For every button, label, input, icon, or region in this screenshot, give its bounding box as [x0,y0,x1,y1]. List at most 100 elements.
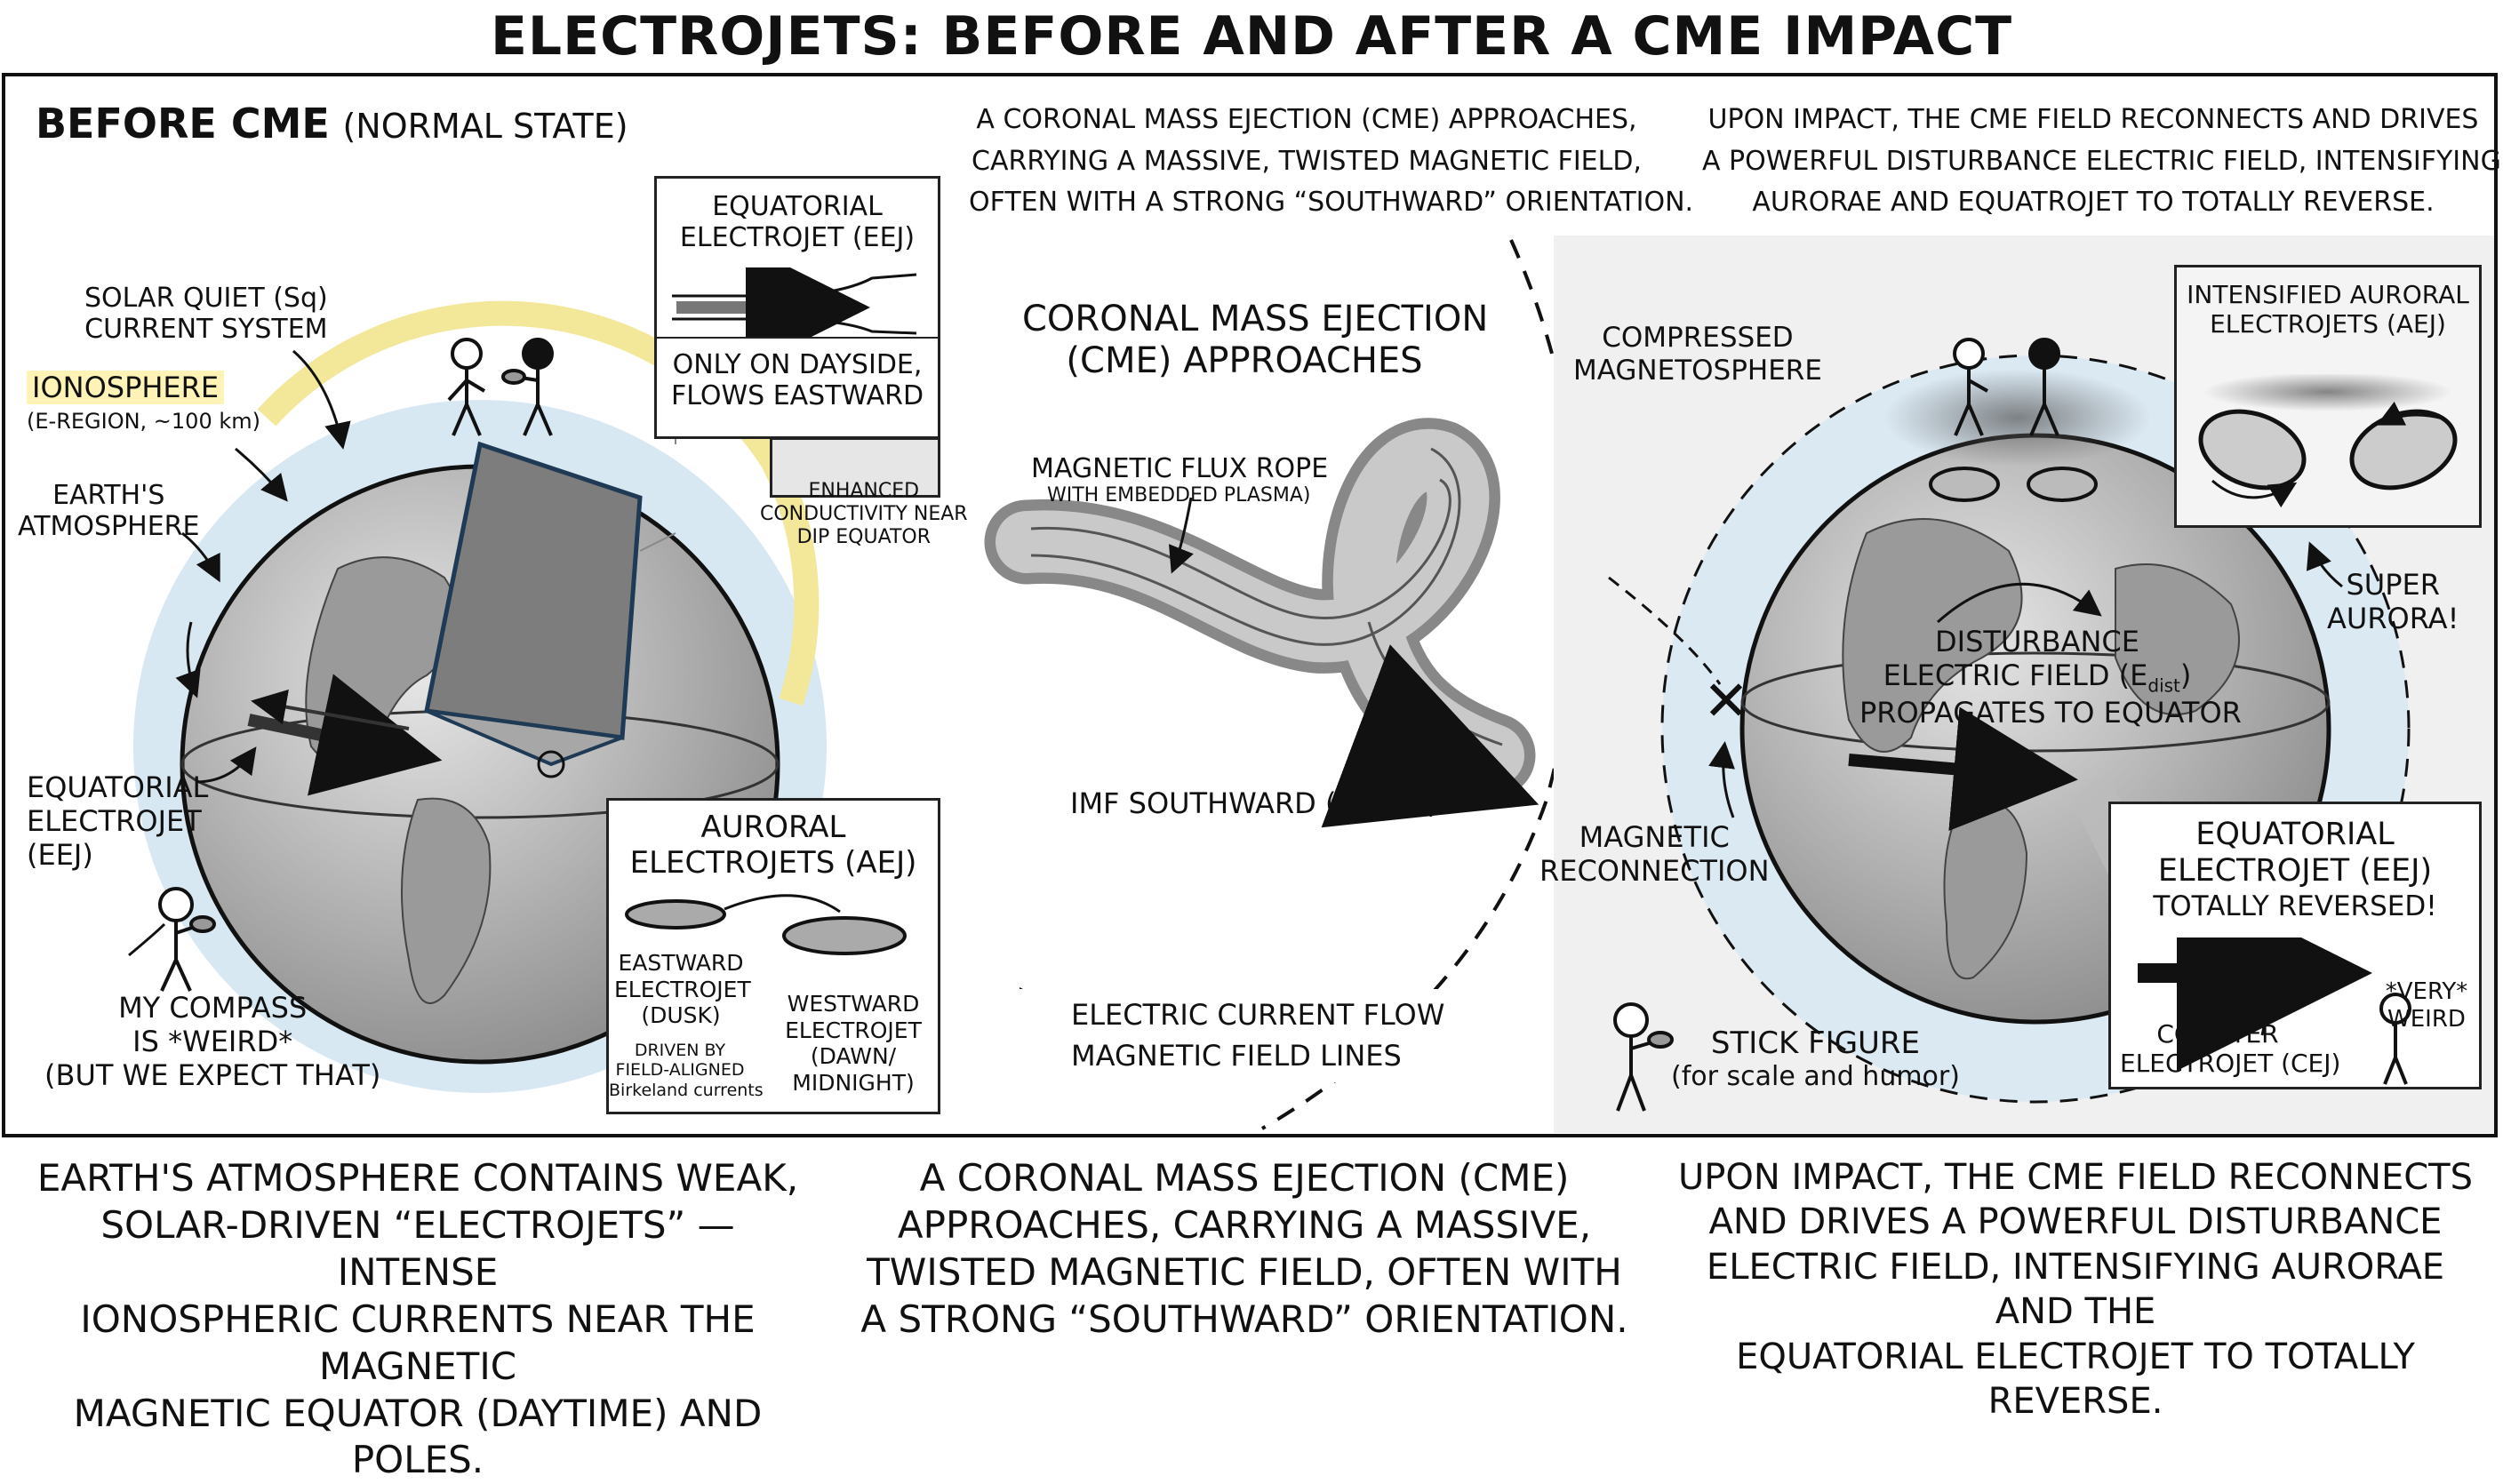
stick-figure-line: STICK FIGURE [1710,1025,1921,1061]
compressed-line: MAGNETOSPHERE [1573,354,1822,387]
enhanced-line: DIP EQUATOR [796,525,931,548]
aej-inset-title: AURORAL ELECTROJETS (AEJ) [609,810,938,881]
compass-line: MY COMPASS [118,991,308,1025]
reversed-eej-title: EQUATORIAL ELECTROJET (EEJ) TOTALLY REVE… [2111,817,2479,922]
imf-arrow [1321,644,1539,828]
reversed-arrow [2138,937,2411,1085]
caption-line: ELECTRIC FIELD, INTENSIFYING AURORAE AND… [1706,1246,2445,1333]
reconnection-line: MAGNETIC [1579,820,1730,854]
aej-inset-box: AURORAL ELECTROJETS (AEJ) EASTWARD ELECT… [606,798,940,1114]
reversed-title-line: ELECTROJET (EEJ) [2157,853,2433,890]
caption-line: APPROACHES, CARRYING A MASSIVE, [897,1202,1592,1247]
eej-label-line: ELECTROJET [27,803,202,838]
left-heading-sub: (NORMAL STATE) [342,107,628,146]
left-heading: BEFORE CME (NORMAL STATE) [36,100,628,148]
caption-line: IONOSPHERIC CURRENTS NEAR THE MAGNETIC [80,1297,756,1388]
middle-top-text: A CORONAL MASS EJECTION (CME) APPROACHES… [969,100,1694,224]
flux-rope [984,418,1539,828]
aej-east-line: EASTWARD [618,950,744,976]
enhanced-label: ENHANCED CONDUCTIVITY NEAR DIP EQUATOR [760,480,968,549]
atmosphere-line: ATMOSPHERE [18,511,200,543]
aej-west-label: WESTWARD ELECTROJET (DAWN/ MIDNIGHT) [778,991,929,1096]
comic-frame [2,73,2498,1137]
eej-inset-title: EQUATORIAL ELECTROJET (EEJ) [657,191,938,254]
reconnection-line: RECONNECTION [1539,853,1770,888]
compass-caption: MY COMPASS IS *WEIRD* (BUT WE EXPECT THA… [44,991,380,1092]
flux-rope-label: MAGNETIC FLUX ROPE WITH EMBEDDED PLASMA) [1031,453,1328,507]
enhanced-line: CONDUCTIVITY NEAR [760,502,968,525]
aej-inset-title-line: AURORAL [700,810,846,845]
stick-figures-right [1613,338,2060,1112]
eej-inset-box: EQUATORIAL ELECTROJET (EEJ) ONLY ON DAYS… [654,176,940,439]
right-top-line: A POWERFUL DISTURBANCE ELECTRIC FIELD, I… [1702,145,2501,177]
aej-west-line: MIDNIGHT) [792,1069,915,1096]
aej-west-line: (DAWN/ [810,1043,897,1069]
aej-driven-line: Birkeland currents [609,1080,764,1100]
caption-line: EARTH'S ATMOSPHERE CONTAINS WEAK, [36,1156,799,1200]
stick-figure-label: STICK FIGURE (for scale and humor) [1671,1025,1960,1093]
caption-line: EQUATORIAL ELECTROJET TO TOTALLY REVERSE… [1736,1336,2415,1422]
aej-ovals [625,894,907,955]
caption-line: UPON IMPACT, THE CME FIELD RECONNECTS [1677,1157,2473,1198]
atmosphere-line: EARTH'S [52,480,165,511]
reconnection-x: ✕ [1703,668,1749,733]
intensified-line: INTENSIFIED AURORAL [2187,280,2469,309]
caption-middle: A CORONAL MASS EJECTION (CME) APPROACHES… [853,1155,1635,1344]
ionosphere-label-main: IONOSPHERE [27,371,225,404]
eej-inset-arrow [672,267,917,339]
imf-label: IMF SOUTHWARD (B₂ < 0) [1070,786,1439,820]
cme-heading-line: (CME) APPROACHES [1066,340,1423,382]
right-top-text: UPON IMPACT, THE CME FIELD RECONNECTS AN… [1702,100,2501,224]
caption-line: AND DRIVES A POWERFUL DISTURBANCE [1708,1201,2443,1243]
middle-top-line: CARRYING A MASSIVE, TWISTED MAGNETIC FIE… [972,145,1642,177]
eej-inset-note: ONLY ON DAYSIDE, FLOWS EASTWARD [657,349,938,412]
right-top-line: UPON IMPACT, THE CME FIELD RECONNECTS AN… [1707,104,2479,135]
very-weird-label: *VERY* WEIRD [2378,978,2475,1033]
intensified-ovals [2198,374,2458,508]
sq-label-line: SOLAR QUIET (Sq) [84,283,328,314]
caption-line: MAGNETIC EQUATOR (DAYTIME) AND POLES. [73,1391,763,1482]
legend: ELECTRIC CURRENT FLOW MAGNETIC FIELD LIN… [1009,989,1458,1082]
atmosphere-label: EARTH'S ATMOSPHERE [18,480,199,543]
flux-rope-line: MAGNETIC FLUX ROPE [1031,453,1329,484]
legend-field: MAGNETIC FIELD LINES [1071,1039,1402,1073]
disturbance-subscript: dist [2147,674,2180,697]
caption-line: SOLAR-DRIVEN “ELECTROJETS” — INTENSE [100,1202,735,1294]
disturbance-line: ELECTRIC FIELD (E [1883,658,2148,692]
reconnection-label: MAGNETIC RECONNECTION [1539,820,1770,889]
middle-top-line: OFTEN WITH A STRONG “SOUTHWARD” ORIENTAT… [969,187,1694,218]
reversed-eej-box: EQUATORIAL ELECTROJET (EEJ) TOTALLY REVE… [2108,802,2482,1089]
very-weird-line: *VERY* [2385,978,2468,1005]
legend-current: ELECTRIC CURRENT FLOW [1071,998,1445,1032]
eej-inset-note-line: FLOWS EASTWARD [670,380,924,412]
eej-inset-note-line: ONLY ON DAYSIDE, [672,349,923,380]
caption-line: TWISTED MAGNETIC FIELD, OFTEN WITH [867,1249,1622,1294]
right-top-line: AURORAE AND EQUATROJET TO TOTALLY REVERS… [1752,187,2435,218]
super-aurora-line: SUPER [2346,568,2440,602]
eej-inset-title-line: EQUATORIAL [712,191,883,222]
aej-east-line: ELECTROJET [614,976,751,1002]
left-heading-main: BEFORE CME [36,100,330,148]
super-aurora-line: AURORA! [2327,601,2459,635]
reversed-title-line: EQUATORIAL [2195,817,2395,852]
disturbance-line: DISTURBANCE [1935,625,2139,658]
counter-label: COUNTER ELECTROJET (CEJ) [2120,1019,2341,1079]
caption-line: A STRONG “SOUTHWARD” ORIENTATION. [860,1297,1628,1341]
disturbance-line: PROPAGATES TO EQUATOR [1859,695,2242,730]
eej-label-line: (EEJ) [27,837,93,872]
aej-driven-line: DRIVEN BY [634,1041,726,1060]
disturbance-label: DISTURBANCE ELECTRIC FIELD (Edist) PROPA… [1859,625,2242,730]
conductivity-inset [770,437,940,498]
compass-line: IS *WEIRD* [132,1024,293,1058]
cme-heading-line: CORONAL MASS EJECTION [1022,299,1489,339]
counter-line: ELECTROJET (CEJ) [2120,1049,2341,1079]
aej-east-label: EASTWARD ELECTROJET (DUSK) [614,950,751,1029]
compressed-line: COMPRESSED [1602,322,1794,354]
intensified-inset: INTENSIFIED AURORAL ELECTROJETS (AEJ) [2174,265,2482,528]
stick-figures-left [158,338,554,992]
cme-heading: CORONAL MASS EJECTION (CME) APPROACHES [1022,299,1489,382]
intensified-title: INTENSIFIED AURORAL ELECTROJETS (AEJ) [2177,280,2479,339]
caption-left: EARTH'S ATMOSPHERE CONTAINS WEAK, SOLAR-… [18,1155,818,1484]
middle-top-line: A CORONAL MASS EJECTION (CME) APPROACHES… [976,104,1637,135]
eej-inset-title-line: ELECTROJET (EEJ) [679,222,916,254]
